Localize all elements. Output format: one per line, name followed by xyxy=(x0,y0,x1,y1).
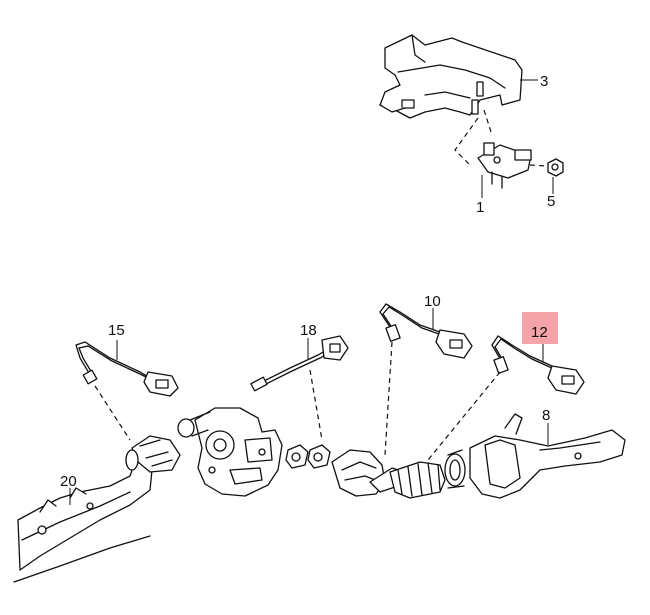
part-15-sensor[interactable] xyxy=(75,341,179,397)
dashed-guide-18 xyxy=(309,369,323,441)
flex-connector-left[interactable] xyxy=(125,435,181,473)
callout-label-20[interactable]: 20 xyxy=(60,473,77,490)
part-1-pressure-sensor[interactable] xyxy=(477,142,532,189)
clamp[interactable] xyxy=(444,449,466,489)
gasket-1[interactable] xyxy=(285,444,309,469)
part-8-exhaust-pipe[interactable] xyxy=(469,413,626,499)
callout-label-3[interactable]: 3 xyxy=(540,73,548,90)
part-5-nut[interactable] xyxy=(547,158,564,177)
callout-label-8[interactable]: 8 xyxy=(542,407,550,424)
callout-label-5[interactable]: 5 xyxy=(547,193,555,210)
part-3-mounting-bracket[interactable] xyxy=(379,34,523,119)
callout-label-10[interactable]: 10 xyxy=(424,293,441,310)
part-18-sensor[interactable] xyxy=(250,335,349,392)
dashed-guide-3-to-1 xyxy=(454,109,493,166)
callout-label-12[interactable]: 12 xyxy=(531,324,548,341)
gasket-2[interactable] xyxy=(307,444,331,469)
callout-label-15[interactable]: 15 xyxy=(108,322,125,339)
dashed-guide-5 xyxy=(529,164,547,167)
flex-pipe[interactable] xyxy=(389,461,446,499)
callout-label-1[interactable]: 1 xyxy=(476,199,484,216)
part-20-exhaust-manifold[interactable] xyxy=(13,454,153,583)
dashed-guide-15 xyxy=(94,385,131,441)
turbocharger[interactable] xyxy=(177,407,283,497)
callout-label-18[interactable]: 18 xyxy=(300,322,317,339)
part-12-sensor[interactable] xyxy=(491,335,585,395)
part-10-sensor[interactable] xyxy=(379,303,473,359)
dashed-guide-12 xyxy=(427,371,501,461)
callout-12-highlight xyxy=(522,312,558,344)
dashed-guide-10 xyxy=(384,341,393,456)
